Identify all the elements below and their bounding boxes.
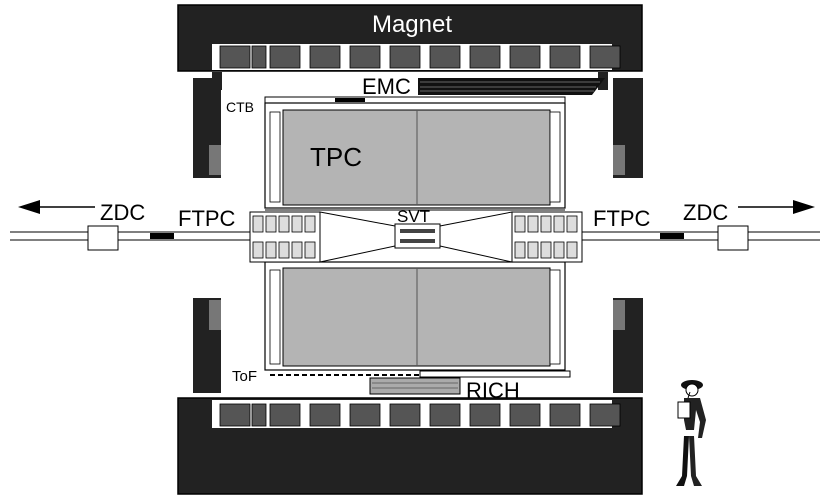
ftpc-module (514, 215, 526, 233)
magnet-segment (349, 403, 381, 427)
label-ctb: CTB (226, 99, 254, 115)
ftpc-module (291, 241, 303, 259)
magnet-segment (469, 403, 501, 427)
magnet-segment (549, 403, 581, 427)
magnet-top-segments (219, 45, 621, 69)
tpc-lower (264, 261, 566, 371)
magnet-segment (549, 45, 581, 69)
ftpc-module (278, 215, 290, 233)
magnet-segment (429, 45, 461, 69)
magnet-segment (509, 403, 541, 427)
ftpc-module (566, 241, 578, 259)
ftpc-module (553, 241, 565, 259)
ftpc-module (540, 215, 552, 233)
magnet-segment (469, 45, 501, 69)
magnet-segment (219, 45, 251, 69)
magnet-bottom-segments (219, 403, 621, 427)
magnet-top (177, 4, 643, 90)
label-tof: ToF (232, 368, 257, 385)
label-emc: EMC (362, 74, 411, 99)
ftpc-module (514, 241, 526, 259)
magnet-segment (349, 45, 381, 69)
rich-detector (369, 377, 461, 395)
ftpc-module (252, 241, 264, 259)
ftpc-module (304, 215, 316, 233)
magnet-segment (389, 403, 421, 427)
ftpc-module (252, 215, 264, 233)
ftpc-module (566, 215, 578, 233)
label-magnet: Magnet (372, 11, 452, 38)
ftpc-module (527, 241, 539, 259)
magnet-segment (589, 45, 621, 69)
ftpc-left-detector (249, 211, 321, 263)
ftpc-module (265, 241, 277, 259)
magnet-segment (429, 403, 461, 427)
magnet-segment (269, 403, 301, 427)
ftpc-module (304, 241, 316, 259)
ftpc-module (265, 215, 277, 233)
magnet-bottom (177, 397, 643, 495)
magnet-segment (269, 45, 301, 69)
label-tpc: TPC (310, 142, 362, 172)
label-ftpc-right: FTPC (593, 206, 651, 231)
label-rich: RICH (466, 378, 520, 403)
magnet-segment (309, 45, 341, 69)
tpc-upper (264, 102, 566, 209)
ftpc-module (540, 241, 552, 259)
label-zdc-left: ZDC (100, 200, 145, 225)
ctb-strip (264, 96, 566, 104)
ftpc-right-detector (511, 211, 583, 263)
person-figure-icon (676, 380, 706, 486)
ftpc-module (291, 215, 303, 233)
ftpc-module (553, 215, 565, 233)
magnet-segment (309, 403, 341, 427)
label-ftpc-left: FTPC (178, 206, 236, 231)
svt-region (265, 209, 565, 263)
magnet-segment (219, 403, 251, 427)
emc-bar (418, 78, 605, 95)
magnet-segment (589, 403, 621, 427)
arrow-right (738, 200, 815, 214)
ftpc-module (527, 215, 539, 233)
magnet-side-poles (193, 78, 643, 393)
label-svt: SVT (397, 207, 430, 226)
label-zdc-right: ZDC (683, 200, 728, 225)
ftpc-module (278, 241, 290, 259)
magnet-segment (389, 45, 421, 69)
magnet-segment (509, 45, 541, 69)
arrow-left (18, 200, 95, 214)
